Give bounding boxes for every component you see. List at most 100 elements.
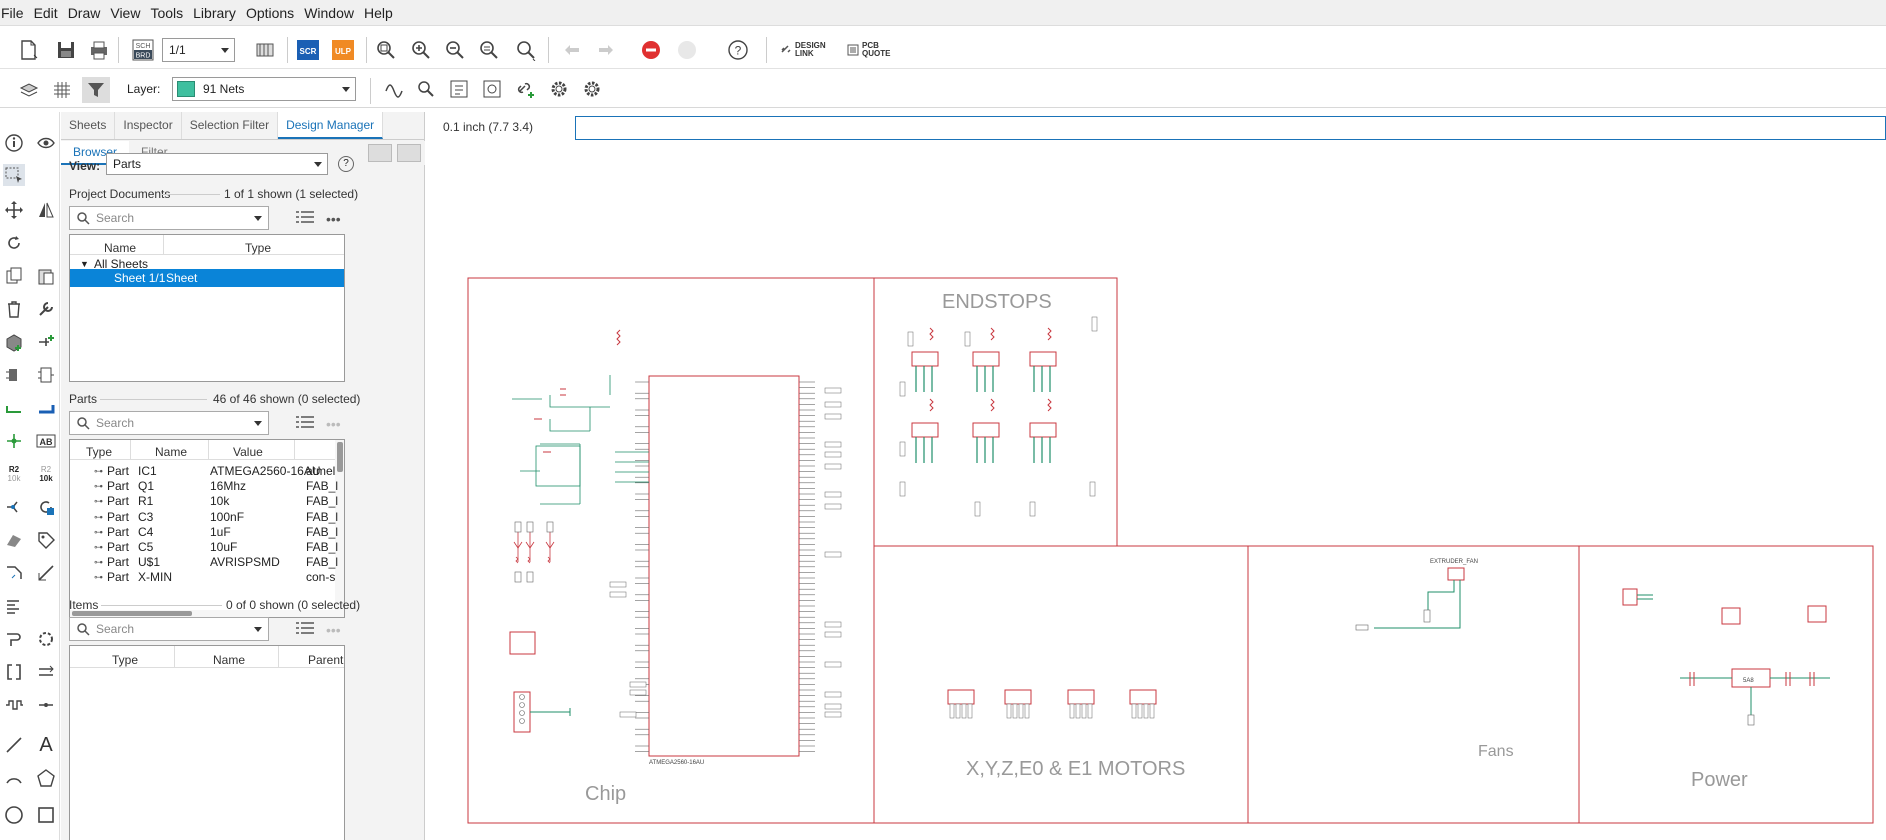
menu-library[interactable]: Library xyxy=(193,4,236,21)
zoom-in-icon[interactable] xyxy=(409,38,433,62)
items-list-options-icon[interactable] xyxy=(294,620,316,641)
gate-swap-icon[interactable] xyxy=(35,364,57,386)
mirror-icon[interactable] xyxy=(35,199,57,221)
stop-icon[interactable] xyxy=(639,38,663,62)
more-icon[interactable]: ••• xyxy=(326,211,341,227)
menu-options[interactable]: Options xyxy=(245,4,295,21)
grid-icon[interactable] xyxy=(50,78,74,102)
align-icon[interactable] xyxy=(3,595,25,617)
sheet-select[interactable]: 1/1 xyxy=(162,38,235,62)
circle-icon[interactable] xyxy=(3,804,25,826)
parts-column-value[interactable]: Value xyxy=(233,445,263,459)
zoom-fit-icon[interactable] xyxy=(374,38,398,62)
arc-icon[interactable] xyxy=(3,767,25,789)
zoom-to-icon[interactable] xyxy=(397,144,421,162)
slice-icon[interactable] xyxy=(35,562,57,584)
reroute-icon[interactable] xyxy=(3,628,25,650)
add-pin-icon[interactable] xyxy=(35,331,57,353)
parts-scrollbar[interactable] xyxy=(336,442,343,472)
menu-tools[interactable]: Tools xyxy=(150,4,184,21)
settings-gear-icon[interactable] xyxy=(547,77,571,101)
items-column-parent[interactable]: Parent xyxy=(308,653,344,667)
go-icon[interactable] xyxy=(675,38,699,62)
search-part-icon[interactable] xyxy=(414,77,438,101)
menu-draw[interactable]: Draw xyxy=(67,4,101,21)
menu-window[interactable]: Window xyxy=(304,4,354,21)
net-icon[interactable] xyxy=(3,397,25,419)
info-icon[interactable] xyxy=(3,132,25,154)
rectangle-icon[interactable] xyxy=(35,804,57,826)
junction-icon[interactable] xyxy=(3,430,25,452)
column-name[interactable]: Name xyxy=(104,241,137,255)
split-icon[interactable] xyxy=(3,496,25,518)
move-icon[interactable] xyxy=(3,199,25,221)
parts-list-options-icon[interactable] xyxy=(294,414,316,435)
drc-icon[interactable] xyxy=(480,77,504,101)
project-docs-search[interactable]: Search xyxy=(69,206,269,230)
menu-view[interactable]: View xyxy=(110,4,141,21)
add-link-icon[interactable] xyxy=(514,77,538,101)
parts-hscrollbar[interactable] xyxy=(72,611,192,616)
tab-selection-filter[interactable]: Selection Filter xyxy=(182,112,279,139)
menu-edit[interactable]: Edit xyxy=(33,4,58,21)
meander-icon[interactable] xyxy=(3,694,25,716)
items-column-type[interactable]: Type xyxy=(112,653,139,667)
column-type[interactable]: Type xyxy=(245,241,272,255)
miter-icon[interactable] xyxy=(3,562,25,584)
menu-file[interactable]: File xyxy=(1,4,24,21)
help-icon[interactable]: ? xyxy=(726,38,750,62)
collapse-arrow-icon[interactable]: ▼ xyxy=(80,259,89,269)
tab-inspector[interactable]: Inspector xyxy=(115,112,182,139)
polygon-icon[interactable] xyxy=(35,767,57,789)
show-eye-icon[interactable] xyxy=(35,132,57,154)
wave-icon[interactable] xyxy=(382,77,406,101)
zoom-previous-icon[interactable] xyxy=(477,38,501,62)
attribute-tag-icon[interactable] xyxy=(35,529,57,551)
text-icon[interactable]: A xyxy=(39,733,53,756)
select-rectangle-icon[interactable] xyxy=(3,164,25,186)
parts-column-type[interactable]: Type xyxy=(86,445,113,459)
tree-root[interactable]: ▼ All Sheets xyxy=(70,255,344,273)
rotate-icon[interactable] xyxy=(3,232,25,254)
tab-design-manager[interactable]: Design Manager xyxy=(278,112,384,139)
replace-icon[interactable] xyxy=(3,364,25,386)
new-file-icon[interactable] xyxy=(16,38,40,62)
parts-column-name[interactable]: Name xyxy=(155,445,188,459)
schematic-canvas[interactable]: 0.1 inch (7.7 3.4) ENDSTOPS Chip X,Y,Z,E… xyxy=(430,112,1886,840)
redo-icon[interactable] xyxy=(594,38,618,62)
delete-icon[interactable] xyxy=(3,298,25,320)
view-help-icon[interactable]: ? xyxy=(338,156,354,172)
items-search[interactable]: Search xyxy=(69,617,269,641)
select-tool-icon[interactable] xyxy=(368,144,392,162)
add-part-icon[interactable] xyxy=(3,331,25,353)
parts-more-icon[interactable]: ••• xyxy=(326,416,341,432)
list-options-icon[interactable] xyxy=(294,209,316,230)
script-scr-icon[interactable]: SCR xyxy=(296,38,320,62)
ripup-icon[interactable] xyxy=(35,694,57,716)
line-icon[interactable] xyxy=(3,734,25,756)
ulp-icon[interactable]: ULP xyxy=(331,38,355,62)
undo-icon[interactable] xyxy=(560,38,584,62)
route-bracket-icon[interactable] xyxy=(3,661,25,683)
tab-sheets[interactable]: Sheets xyxy=(61,112,116,139)
layer-settings-icon[interactable] xyxy=(17,78,41,102)
save-icon[interactable] xyxy=(54,38,78,62)
optimize-icon[interactable] xyxy=(35,496,57,518)
zoom-select-icon[interactable] xyxy=(514,38,538,62)
zoom-out-icon[interactable] xyxy=(443,38,467,62)
diff-pair-icon[interactable] xyxy=(35,661,57,683)
bus-icon[interactable] xyxy=(35,397,57,419)
smash-icon[interactable] xyxy=(3,529,25,551)
view-select[interactable]: Parts xyxy=(106,153,328,175)
items-more-icon[interactable]: ••• xyxy=(326,622,341,638)
